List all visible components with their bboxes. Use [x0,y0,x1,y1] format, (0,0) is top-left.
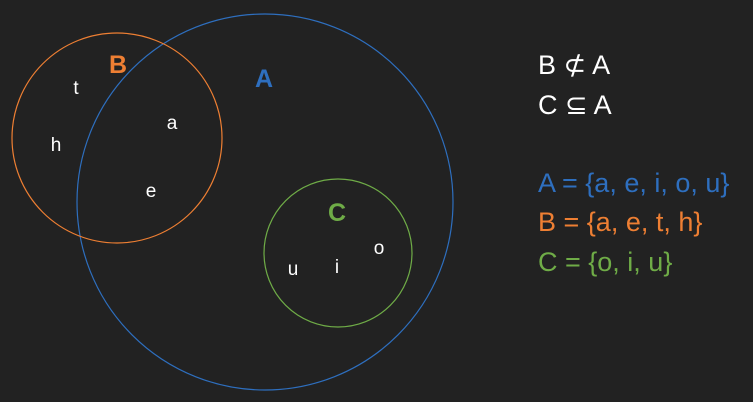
set-c-label: C [328,199,346,227]
element-i: i [335,257,339,278]
relation-b-not-subset-a: B ⊄ A [538,50,611,80]
element-u: u [288,259,299,280]
definition-b: B = {a, e, t, h} [538,207,703,237]
set-b-circle [11,32,223,244]
element-e: e [146,181,157,202]
set-c-circle [263,178,413,328]
set-a-label: A [255,65,273,93]
definition-c: C = {o, i, u} [538,247,673,277]
element-a: a [167,113,178,134]
element-o: o [374,238,385,259]
element-h: h [51,135,62,156]
element-t: t [73,78,79,99]
relation-c-subset-a: C ⊆ A [538,90,612,120]
set-b-label: B [109,51,127,79]
definition-a: A = {a, e, i, o, u} [538,168,730,198]
set-a-circle [76,13,454,391]
